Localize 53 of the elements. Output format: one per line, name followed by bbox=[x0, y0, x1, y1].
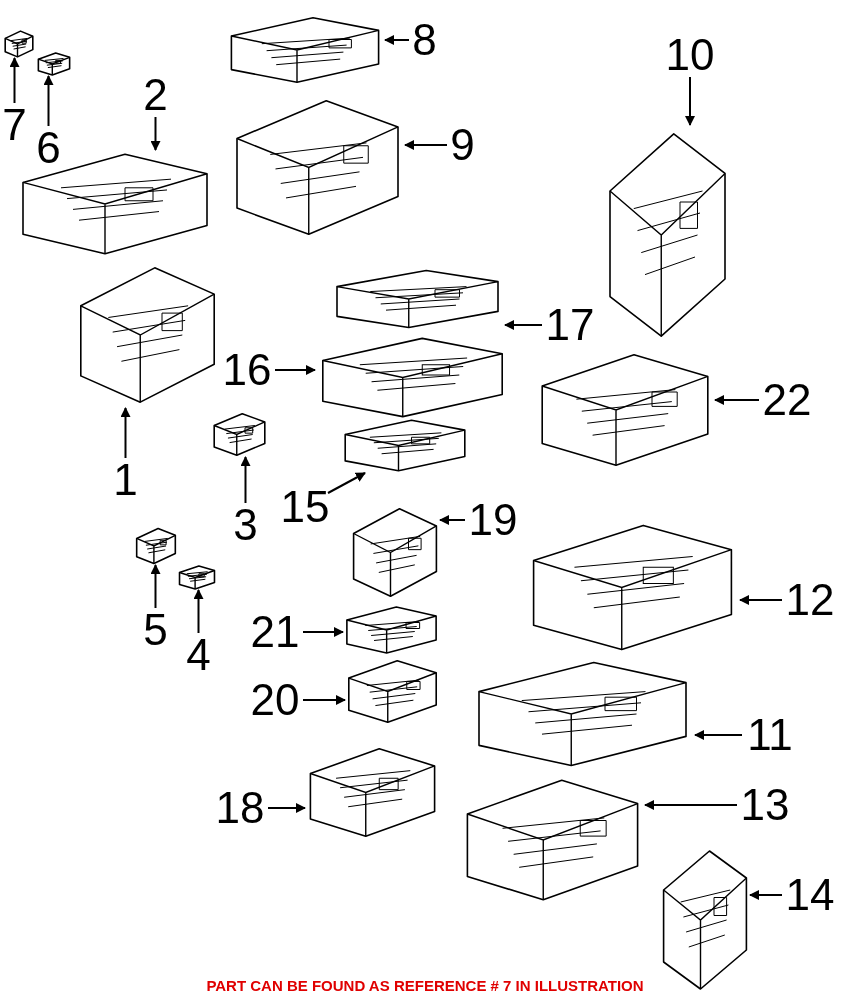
callout-number: 4 bbox=[186, 633, 211, 677]
leader-arrow bbox=[644, 800, 738, 810]
callout-number: 8 bbox=[412, 18, 437, 62]
part-drawing bbox=[345, 658, 440, 725]
leader-arrow bbox=[267, 803, 306, 813]
callout-number: 12 bbox=[785, 578, 835, 622]
part-drawing bbox=[350, 505, 440, 600]
leader-arrow bbox=[193, 589, 204, 634]
callout-number: 5 bbox=[143, 608, 168, 652]
leader-arrow bbox=[274, 365, 316, 375]
callout-number: 22 bbox=[762, 378, 812, 422]
callout-number: 14 bbox=[785, 873, 835, 917]
leader-arrow bbox=[302, 695, 346, 705]
callout-number: 17 bbox=[545, 303, 595, 347]
leader-arrow bbox=[404, 140, 448, 150]
callout-number: 2 bbox=[143, 73, 168, 117]
callout-number: 21 bbox=[250, 610, 300, 654]
leader-arrow bbox=[120, 407, 131, 459]
part-drawing bbox=[37, 52, 71, 76]
callout-number: 20 bbox=[250, 678, 300, 722]
caption: PART CAN BE FOUND AS REFERENCE # 7 IN ILLUSTRATION bbox=[205, 976, 645, 996]
leader-arrow bbox=[749, 890, 783, 900]
callout-number: 1 bbox=[113, 458, 138, 502]
leader-arrow bbox=[504, 320, 543, 330]
leader-arrow bbox=[9, 57, 20, 104]
callout-number: 13 bbox=[740, 783, 790, 827]
callout-number: 9 bbox=[450, 123, 475, 167]
callout-number: 16 bbox=[222, 348, 272, 392]
callout-number: 19 bbox=[468, 498, 518, 542]
callout-number: 3 bbox=[233, 503, 258, 547]
leader-arrow bbox=[694, 730, 743, 740]
leader-arrow bbox=[384, 35, 410, 45]
leader-arrow bbox=[327, 472, 366, 494]
callout-number: 15 bbox=[280, 485, 330, 529]
part-drawing bbox=[178, 565, 216, 590]
leader-arrow bbox=[302, 627, 344, 637]
leader-arrow bbox=[150, 564, 161, 609]
leader-arrow bbox=[150, 116, 161, 151]
part-drawing bbox=[212, 412, 267, 457]
leader-arrow bbox=[43, 75, 54, 127]
leader-arrow bbox=[439, 515, 466, 525]
leader-arrow bbox=[739, 595, 783, 605]
part-drawing bbox=[135, 527, 177, 565]
callout-number: 7 bbox=[2, 103, 27, 147]
leader-arrow bbox=[240, 456, 251, 504]
part-drawing bbox=[343, 605, 440, 655]
callout-number: 11 bbox=[745, 713, 795, 757]
leader-arrow bbox=[714, 395, 760, 405]
leader-arrow bbox=[685, 76, 695, 126]
callout-number: 18 bbox=[215, 786, 265, 830]
part-drawing bbox=[4, 30, 34, 58]
callout-number: 6 bbox=[36, 126, 61, 170]
callout-number: 10 bbox=[665, 33, 715, 77]
